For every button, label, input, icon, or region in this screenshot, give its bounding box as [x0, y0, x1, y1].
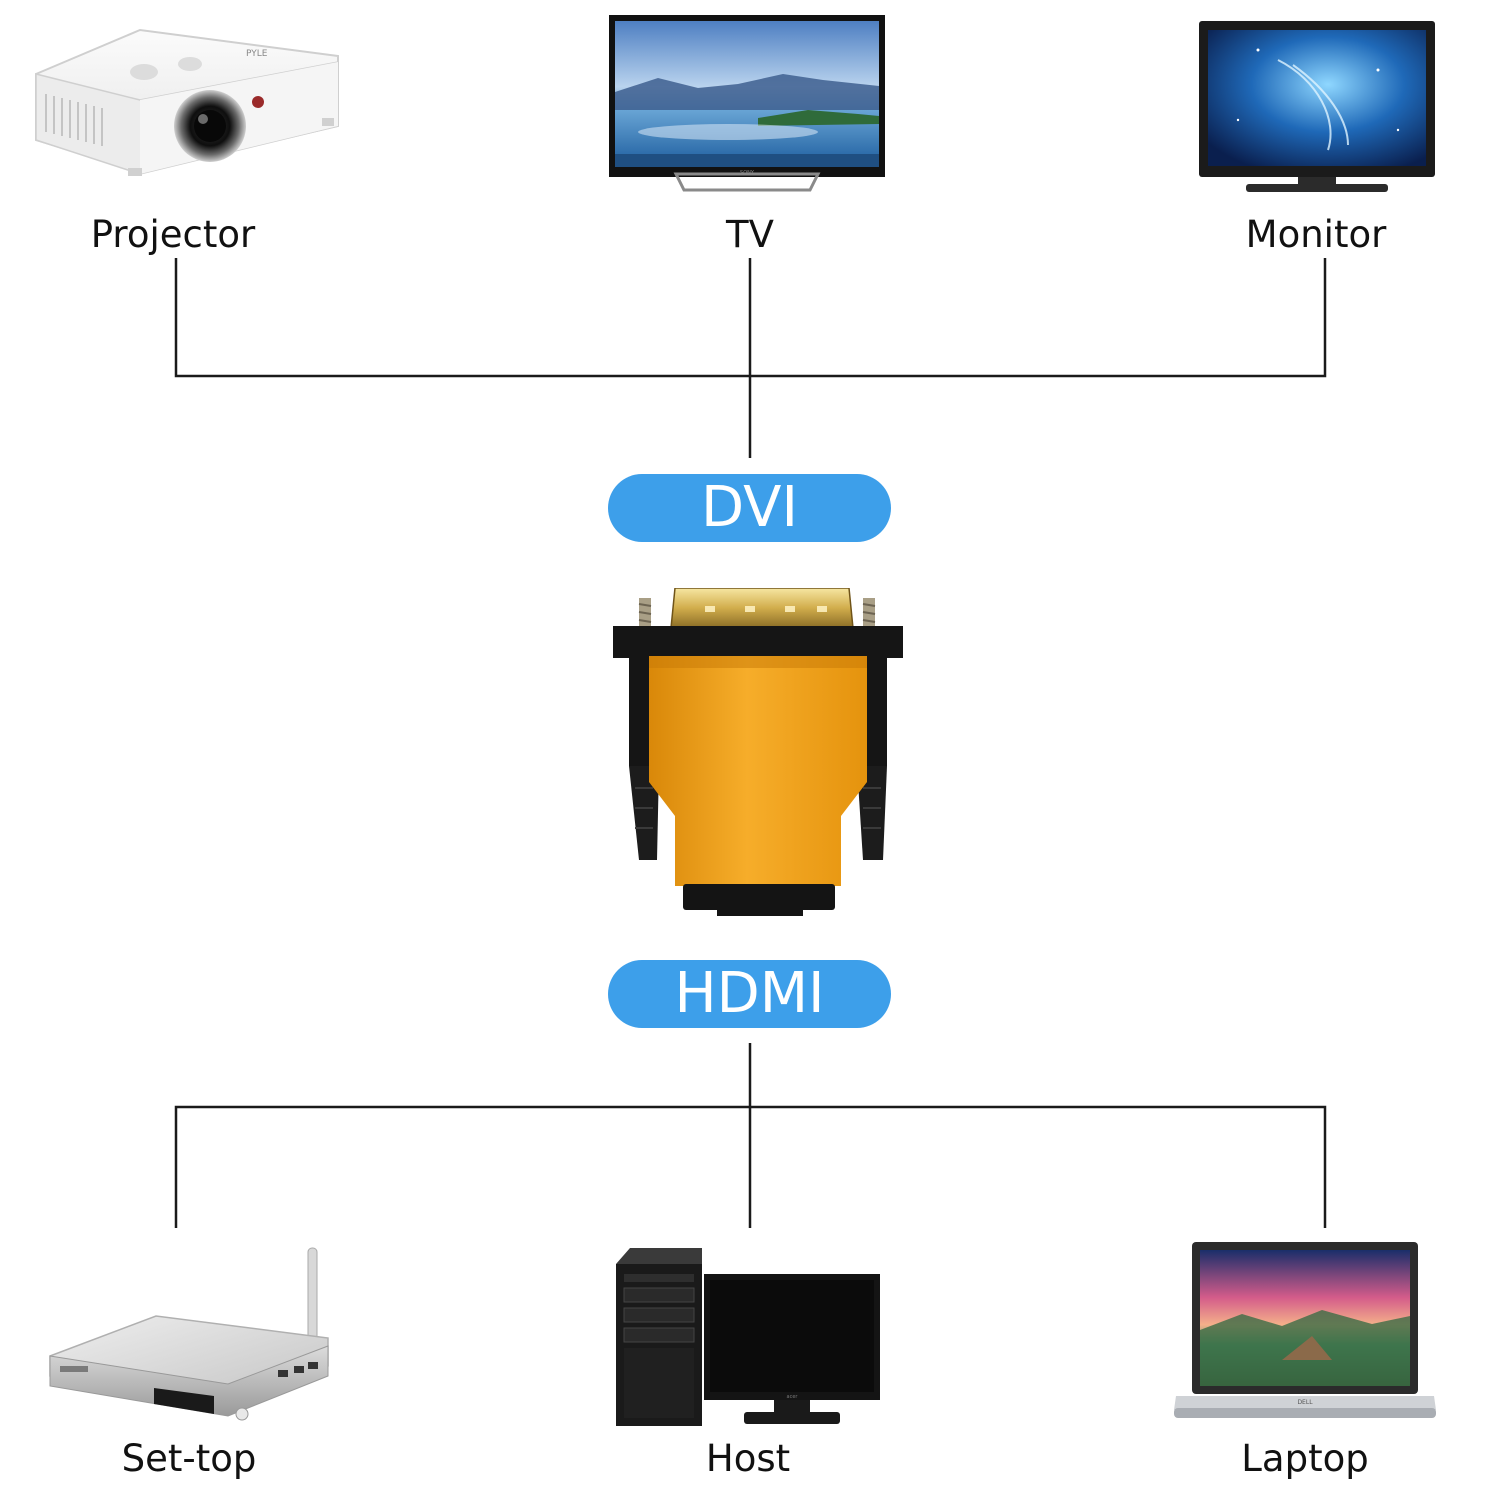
dvi-port-badge: DVI [608, 474, 891, 542]
tv-icon: SONY [609, 15, 885, 192]
hdmi-port-label: HDMI [674, 961, 825, 1026]
laptop-icon: DELL [1174, 1242, 1436, 1418]
svg-text:acer: acer [787, 1394, 799, 1400]
desktop-computer-icon: acer [616, 1248, 880, 1426]
device-label-projector: Projector [90, 213, 256, 256]
set-top-box-icon [49, 1247, 329, 1421]
svg-text:DELL: DELL [1297, 1399, 1313, 1406]
device-label-monitor: Monitor [1245, 213, 1387, 256]
monitor-icon [1199, 21, 1435, 192]
device-label-laptop: Laptop [1241, 1437, 1369, 1480]
device-label-set-top: Set-top [121, 1437, 257, 1480]
bottom-connector [174, 1105, 1327, 1228]
device-label-tv: TV [726, 213, 774, 256]
dvi-port-label: DVI [701, 475, 798, 540]
svg-text:PYLE: PYLE [246, 49, 268, 59]
hdmi-port-badge: HDMI [608, 960, 891, 1028]
dvi-to-hdmi-adapter-icon [613, 588, 903, 916]
projector-icon: PYLE [35, 28, 339, 176]
device-label-host: Host [705, 1437, 791, 1480]
